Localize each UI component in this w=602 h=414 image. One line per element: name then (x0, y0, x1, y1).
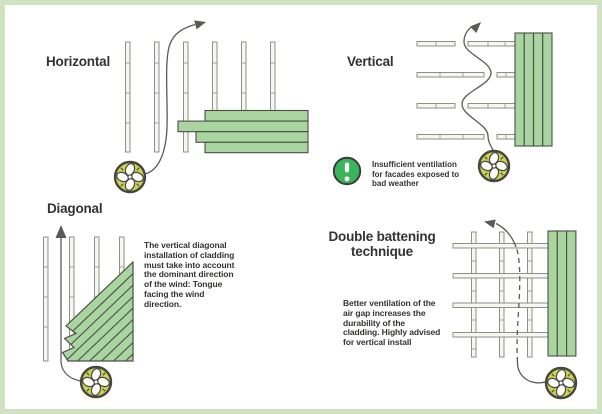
airflow-arrow (144, 20, 206, 175)
arrowhead-icon (194, 20, 206, 30)
fan-icon (544, 366, 578, 400)
vertical-diagram (332, 22, 553, 186)
diagonal-description: The vertical diagonal installation of cl… (144, 240, 235, 309)
section-title-double-battening: Double battening technique (328, 229, 436, 259)
airflow-arrow (484, 219, 549, 384)
fan-icon (113, 160, 147, 194)
double-battening-diagram (452, 219, 578, 400)
horizontal-diagram (113, 20, 309, 194)
airflow-arrow (55, 225, 82, 382)
arrowhead-icon (55, 225, 67, 238)
cladding-planks (514, 32, 553, 147)
section-title-vertical: Vertical (347, 54, 394, 69)
cladding-planks (547, 230, 577, 357)
arrowhead-icon (484, 219, 496, 229)
arrowhead-icon (470, 22, 481, 33)
airflow-arrow (461, 22, 495, 153)
vertical-warning-note: Insufficient ventilation for facades exp… (372, 160, 460, 189)
diagonal-diagram (43, 225, 134, 399)
fan-icon (477, 149, 511, 183)
cladding-planks (61, 260, 134, 362)
section-title-horizontal: Horizontal (46, 54, 110, 69)
exclamation-circle-icon (332, 156, 362, 186)
section-title-diagonal: Diagonal (47, 201, 103, 216)
battens-group (125, 41, 276, 153)
battens-group (452, 231, 549, 358)
double-battening-description: Better ventilation of the air gap increa… (343, 298, 441, 348)
cladding-planks (177, 109, 309, 154)
battens-group (416, 41, 517, 140)
fan-icon (79, 365, 113, 399)
